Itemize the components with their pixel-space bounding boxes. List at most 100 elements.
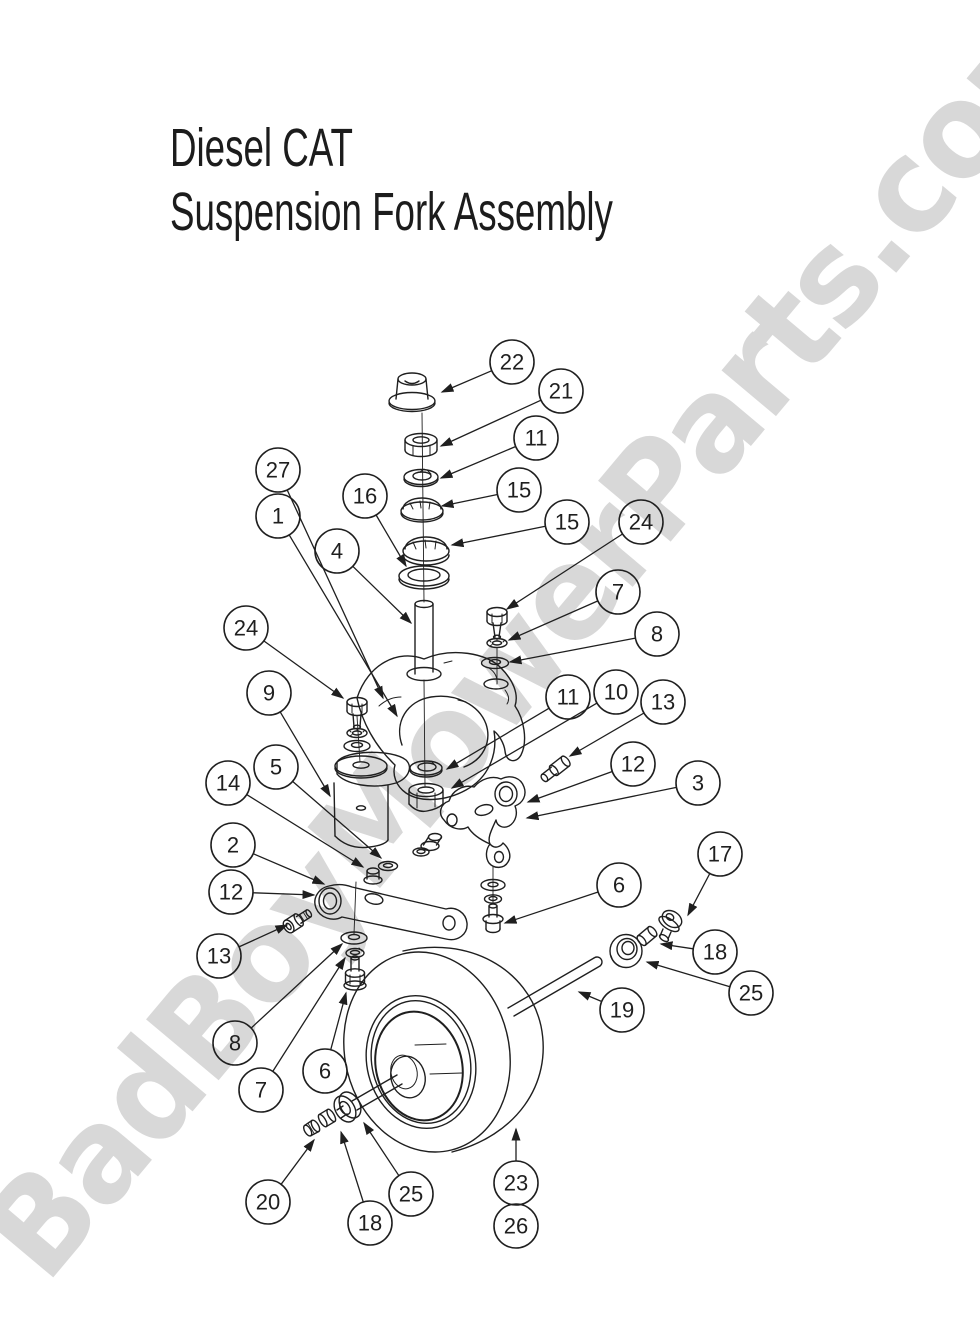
callout-number-3: 3 [692, 771, 704, 796]
callout-number-13: 13 [207, 944, 231, 969]
part-lock-washer-top [403, 468, 439, 488]
part-hex-bolt-bottom [343, 955, 367, 991]
page-title-line2: Suspension Fork Assembly [170, 182, 613, 242]
part-star-washer-left [346, 727, 368, 739]
callout-leader-24 [505, 533, 623, 610]
callout-number-7: 7 [612, 580, 624, 605]
part-hub-spacer [317, 1108, 337, 1128]
callout-leader-12 [526, 770, 613, 803]
callout-balloon-8 [212, 1020, 258, 1066]
callout-number-12: 12 [621, 752, 645, 777]
callout-number-5: 5 [270, 755, 282, 780]
part-axle-bolt [302, 1119, 321, 1137]
part-flange-bearing [609, 933, 643, 969]
callout-leader-27 [286, 489, 384, 700]
callout-leader-25 [363, 1121, 400, 1177]
callout-leader-8 [508, 637, 636, 665]
part-hex-nut-mid [408, 782, 444, 813]
part-flange-bolt [482, 903, 504, 934]
callout-balloon-11 [545, 674, 591, 720]
callout-balloon-19 [599, 987, 645, 1033]
callout-number-23: 23 [504, 1171, 528, 1196]
callout-number-8: 8 [229, 1031, 241, 1056]
part-flat-washer-right [480, 656, 510, 670]
callout-balloon-14 [205, 760, 251, 806]
callout-leader-24 [263, 640, 345, 699]
callout-number-9: 9 [263, 681, 275, 706]
callout-number-18: 18 [358, 1211, 382, 1236]
callout-leader-22 [440, 370, 493, 393]
callout-balloon-5 [253, 744, 299, 790]
callout-leader-12 [252, 890, 316, 900]
callout-balloon-23 [493, 1160, 539, 1206]
part-hub-bearing [333, 1091, 362, 1123]
callout-leader-25 [645, 960, 731, 988]
callout-number-24: 24 [629, 510, 653, 535]
callout-number-18: 18 [703, 940, 727, 965]
part-axle-bushing [636, 925, 658, 947]
callout-balloon-12 [610, 741, 656, 787]
callout-balloon-13 [196, 933, 242, 979]
callout-balloon-22 [489, 339, 535, 385]
callout-balloon-9 [246, 670, 292, 716]
part-bearing-lower [402, 536, 450, 566]
callout-number-14: 14 [216, 771, 240, 796]
callout-leader-15 [450, 525, 546, 548]
part-lock-washer-under-bracket [483, 894, 503, 904]
callout-leader-4 [352, 565, 413, 625]
callout-leader-13 [568, 712, 645, 757]
callout-balloon-27 [255, 447, 301, 493]
callout-number-12: 12 [219, 880, 243, 905]
callout-number-25: 25 [399, 1182, 423, 1207]
part-bolt-left [346, 696, 368, 730]
callout-leader-11 [445, 707, 550, 770]
callout-balloon-13 [640, 679, 686, 725]
callout-balloon-24 [618, 499, 664, 545]
part-washer-under-bracket [480, 878, 506, 892]
callout-leader-18 [340, 1130, 364, 1203]
callout-leader-13 [238, 924, 289, 948]
callout-number-20: 20 [256, 1190, 280, 1215]
callout-balloon-15 [496, 467, 542, 513]
callout-leader-6 [330, 991, 348, 1050]
callout-number-2: 2 [227, 833, 239, 858]
callout-number-21: 21 [549, 379, 573, 404]
callout-leader-1 [288, 534, 398, 718]
callout-leader-7 [272, 956, 346, 1072]
part-bolt-right [486, 606, 508, 640]
callout-leader-8 [250, 942, 344, 1029]
part-pivot-bracket [439, 776, 526, 869]
part-flange-screw [658, 909, 683, 943]
callout-balloon-20 [245, 1179, 291, 1225]
callout-leader-2 [252, 853, 326, 885]
callout-number-26: 26 [504, 1214, 528, 1239]
callout-leader-18 [659, 941, 694, 951]
callout-balloon-2 [210, 822, 256, 868]
callout-balloon-8 [634, 611, 680, 657]
callout-number-7: 7 [255, 1078, 267, 1103]
part-arm-bushing [363, 867, 383, 885]
callout-number-1: 1 [272, 504, 284, 529]
callout-number-19: 19 [610, 998, 634, 1023]
callout-balloon-7 [238, 1067, 284, 1113]
callout-leader-14 [246, 794, 365, 868]
callout-leader-10 [450, 702, 598, 789]
part-flat-washer-left [343, 739, 371, 753]
callout-balloon-6 [596, 862, 642, 908]
callout-number-13: 13 [651, 690, 675, 715]
callout-leader-16 [375, 514, 407, 568]
callout-balloon-17 [697, 831, 743, 877]
callout-balloon-11 [513, 415, 559, 461]
callout-number-25: 25 [739, 981, 763, 1006]
part-control-arm [314, 883, 468, 941]
callout-leader-3 [525, 786, 677, 821]
callout-balloon-4 [314, 528, 360, 574]
callout-balloon-18 [347, 1200, 393, 1246]
part-star-washer-right [486, 637, 508, 649]
callout-number-10: 10 [604, 680, 628, 705]
callout-leader-5 [292, 780, 383, 859]
callout-balloon-21 [538, 368, 584, 414]
callout-leader-20 [280, 1138, 315, 1185]
callout-balloon-25 [388, 1171, 434, 1217]
